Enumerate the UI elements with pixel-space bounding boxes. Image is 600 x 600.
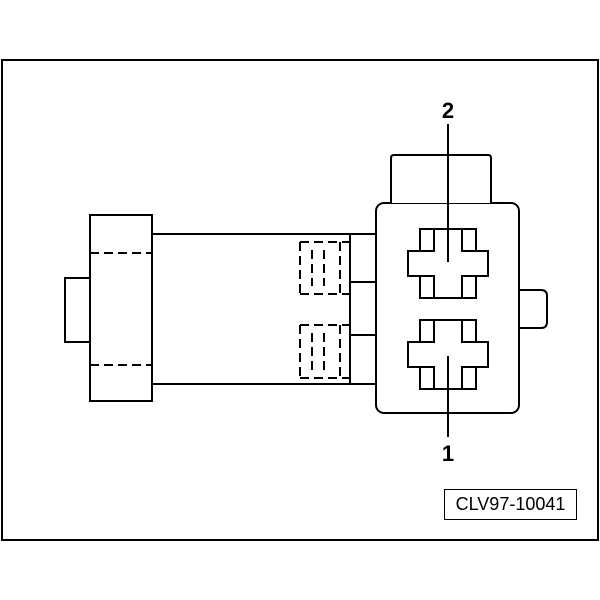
hidden-pin-lower (299, 324, 350, 379)
hidden-pin-upper (299, 241, 350, 295)
pin-2-notch-br (461, 275, 477, 299)
left-flange (89, 214, 153, 402)
pin-2-notch-tr (461, 228, 477, 252)
pin-1-notch-br (461, 366, 477, 390)
pin-1-notch-tl (419, 319, 435, 343)
pin-2-notch-tl (419, 228, 435, 252)
connector-body (151, 233, 377, 385)
callout-label-1: 1 (442, 441, 454, 466)
callout-label-2: 2 (442, 98, 454, 123)
figure-frame (1, 59, 599, 541)
top-latch (390, 154, 492, 203)
left-end-nub (64, 277, 91, 343)
reference-code-box: CLV97-10041 (444, 489, 577, 520)
hidden-line-upper-left (90, 215, 153, 254)
pin-1-notch-tr (461, 319, 477, 343)
pin-1-notch-bl (419, 366, 435, 390)
right-side-tab (519, 289, 548, 329)
pin-2-notch-bl (419, 275, 435, 299)
hidden-line-lower-left (90, 364, 153, 401)
